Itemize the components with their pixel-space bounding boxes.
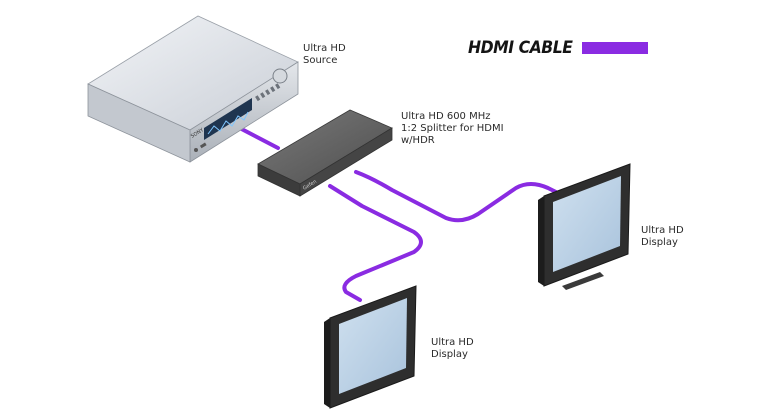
source-volume-knob	[272, 68, 288, 84]
display-bottom-screen	[339, 298, 407, 394]
display-bottom-side	[324, 318, 330, 408]
display-right-device	[538, 163, 631, 290]
display-bottom-label-line1: Ultra HD	[431, 337, 474, 348]
source-side-face	[87, 83, 191, 163]
splitter-label-line3: w/HDR	[401, 135, 435, 146]
splitter-label-line1: Ultra HD 600 MHz	[401, 111, 491, 122]
display-right-side	[538, 196, 544, 286]
display-right-screen	[553, 176, 621, 272]
source-label-line1: Ultra HD	[303, 43, 346, 54]
splitter-label-line2: 1:2 Splitter for HDMI	[401, 123, 504, 134]
source-label-line2: Source	[303, 55, 338, 66]
splitter-device: Gefen	[257, 109, 393, 197]
display-right-label-line2: Display	[641, 237, 678, 248]
legend-title: HDMI CABLE	[468, 38, 573, 58]
cable-splitter-to-right-display	[354, 170, 558, 223]
source-display-readout	[207, 111, 249, 135]
legend-cable-swatch	[582, 42, 648, 54]
splitter-side-face	[257, 163, 301, 197]
cable-splitter-to-bottom-display	[328, 184, 423, 302]
display-bottom-label-line2: Display	[431, 349, 468, 360]
source-buttons	[255, 83, 281, 102]
source-display-panel	[204, 98, 252, 140]
source-small-port	[199, 142, 207, 149]
source-power-button	[194, 148, 198, 152]
display-right-label-line1: Ultra HD	[641, 225, 684, 236]
source-device: SONY	[87, 15, 299, 163]
source-label: Ultra HD Source	[303, 43, 346, 67]
display-right-stand	[562, 272, 604, 290]
display-right-label: Ultra HD Display	[641, 225, 684, 249]
display-bottom-device	[324, 285, 417, 409]
splitter-label: Ultra HD 600 MHz 1:2 Splitter for HDMI w…	[401, 111, 504, 147]
display-bottom-label: Ultra HD Display	[431, 337, 474, 361]
